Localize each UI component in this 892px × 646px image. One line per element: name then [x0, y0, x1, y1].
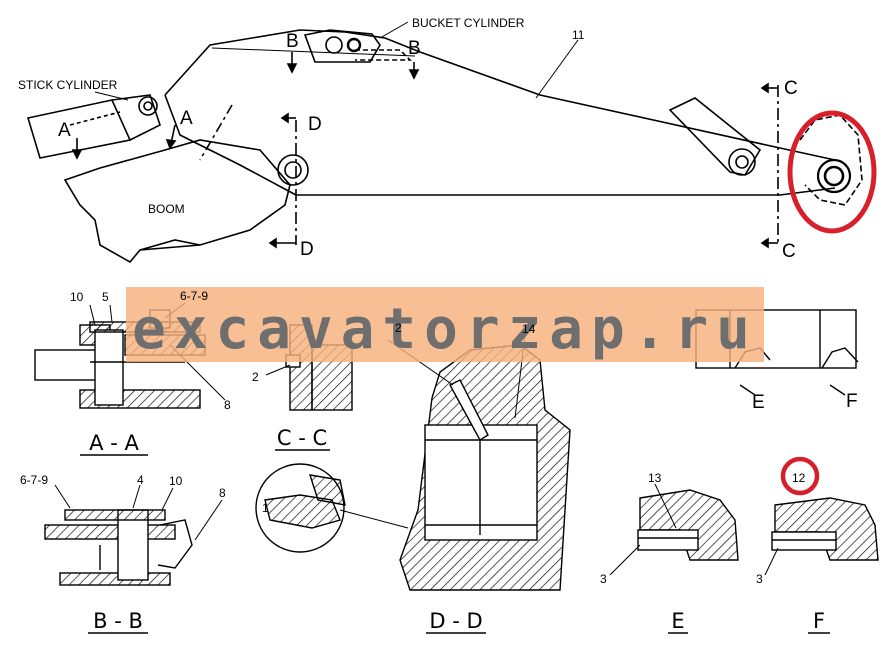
boom-outline — [63, 139, 291, 264]
label-part-2a: 2 — [252, 370, 259, 384]
label-part-679a: 6-7-9 — [180, 289, 208, 303]
section-d-d-view — [255, 334, 571, 634]
label-part-1: 1 — [262, 501, 269, 515]
label-part-8a: 8 — [224, 398, 231, 412]
bucket-end-outline — [799, 114, 863, 206]
highlight-circle-pin — [787, 110, 877, 234]
label-part-4: 4 — [137, 473, 144, 487]
label-part-10b: 10 — [169, 474, 183, 488]
watermark-text: excavatorzap.ru — [132, 297, 758, 362]
stick-bottom-edge — [296, 187, 836, 196]
watermark-band — [126, 287, 764, 362]
label-part-14: 14 — [522, 322, 536, 336]
cut-mark-b1: B — [286, 31, 299, 52]
label-part-3b: 3 — [756, 572, 763, 586]
section-title-aa: A - A — [89, 431, 139, 455]
section-title-dd: D - D — [429, 609, 482, 633]
section-title-f: F — [813, 609, 825, 633]
label-part-10a: 10 — [70, 290, 84, 304]
stick-top-edge — [164, 29, 836, 161]
label-bucket-cylinder: BUCKET CYLINDER — [412, 16, 525, 30]
label-part-3a: 3 — [600, 572, 607, 586]
cut-mark-a1: A — [58, 120, 71, 141]
label-boom: BOOM — [148, 202, 185, 216]
boom-pin-boss — [277, 154, 309, 186]
cut-mark-d2: D — [300, 239, 314, 260]
label-part-5: 5 — [102, 290, 109, 304]
bucket-cylinder-bracket — [303, 29, 381, 63]
detail-e-view — [609, 483, 739, 634]
cut-mark-c1: C — [784, 78, 798, 99]
stick-cylinder-pin — [138, 96, 158, 116]
section-title-cc: C - C — [277, 426, 327, 450]
section-title-e: E — [671, 609, 684, 633]
highlight-circle-12 — [780, 456, 820, 496]
part-labels: BUCKET CYLINDER STICK CYLINDER BOOM 11 1… — [18, 16, 806, 586]
section-title-bb: B - B — [93, 609, 143, 633]
label-stick-cylinder: STICK CYLINDER — [18, 78, 118, 92]
stick-main-view — [26, 21, 863, 264]
label-part-679b: 6-7-9 — [20, 473, 48, 487]
stick-front-edge — [164, 94, 297, 196]
cut-mark-e: E — [752, 392, 765, 413]
cut-mark-f: F — [846, 391, 858, 412]
cut-mark-d1: D — [308, 114, 322, 135]
bucket-pin-boss — [816, 158, 852, 194]
section-b-b-view — [44, 484, 223, 634]
label-part-2b: 2 — [395, 321, 402, 335]
section-titles: A - A B - B C - C D - D E F — [89, 426, 825, 633]
link-arm — [668, 97, 762, 176]
cut-mark-c2: C — [782, 241, 796, 262]
label-part-8b: 8 — [219, 486, 226, 500]
detail-f-view — [764, 497, 879, 634]
cut-mark-b2: B — [408, 38, 421, 59]
label-part-13: 13 — [648, 471, 662, 485]
label-part-12: 12 — [792, 471, 806, 485]
label-part-11: 11 — [572, 28, 585, 42]
cut-mark-labels: A A B B C C D D E F — [58, 31, 858, 413]
cut-mark-a2: A — [180, 108, 193, 129]
